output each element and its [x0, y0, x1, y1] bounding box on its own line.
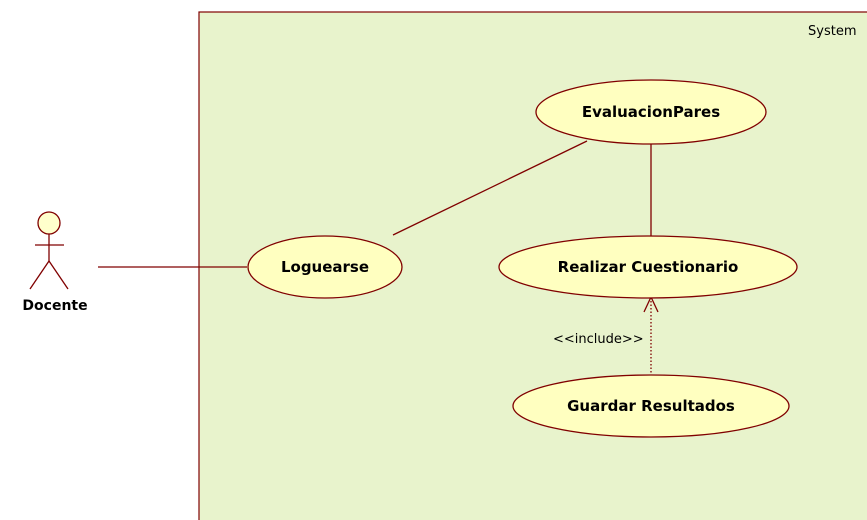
association-loguearse-evaluacion	[392, 140, 588, 236]
actor-docente-label: Docente	[22, 298, 87, 314]
use-case-guardar-resultados[interactable]: Guardar Resultados	[512, 374, 790, 438]
use-case-evaluacion-pares-shape	[535, 79, 767, 145]
use-case-guardar-resultados-shape	[512, 374, 790, 438]
include-stereotype-label: <<include>>	[553, 332, 644, 347]
use-case-realizar-cuestionario-label: Realizar Cuestionario	[558, 258, 739, 276]
use-case-realizar-cuestionario[interactable]: Realizar Cuestionario	[498, 235, 798, 299]
use-case-evaluacion-pares-label: EvaluacionPares	[582, 103, 720, 121]
system-label: System	[808, 24, 856, 39]
use-case-guardar-resultados-label: Guardar Resultados	[567, 397, 735, 415]
use-case-evaluacion-pares[interactable]: EvaluacionPares	[535, 79, 767, 145]
actor-figure-icon	[29, 211, 69, 290]
use-case-loguearse[interactable]: Loguearse	[247, 235, 403, 299]
use-case-loguearse-label: Loguearse	[281, 258, 369, 276]
use-case-loguearse-shape	[247, 235, 403, 299]
use-case-realizar-cuestionario-shape	[498, 235, 798, 299]
actor-docente[interactable]: Docente	[22, 211, 88, 314]
